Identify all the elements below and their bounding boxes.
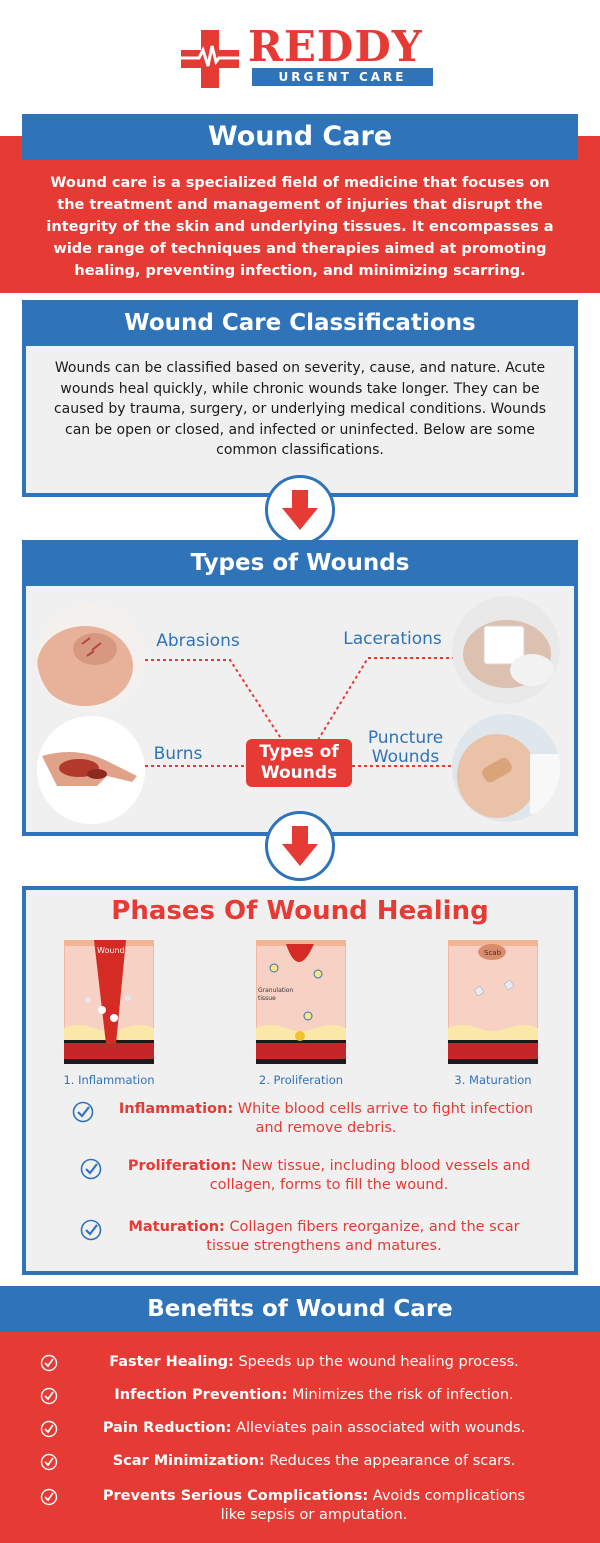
benefit-item: Scar Minimization: Reduces the appearanc… [40,1452,560,1471]
benefits-panel [0,1330,600,1543]
lacerations-label: Lacerations [343,629,442,649]
phase-caption-3: 3. Maturation [454,1073,532,1087]
check-circle-icon [72,1101,94,1123]
check-circle-icon [40,1387,58,1405]
down-arrow-icon [265,811,335,881]
phases-title: Phases Of Wound Healing [111,896,489,926]
phase-item-proliferation: Proliferation: New tissue, including blo… [80,1157,550,1195]
classifications-text: Wounds can be classified based on severi… [53,360,547,458]
burn-photo [37,716,145,824]
puncture-wounds-label: Puncture Wounds [367,728,444,767]
benefits-title: Benefits of Wound Care [0,1286,600,1332]
wound-diagram-label: Wound [97,946,125,955]
phase-item-inflammation: Inflammation: White blood cells arrive t… [72,1100,552,1138]
svg-text:tissue: tissue [258,995,276,1002]
benefit-item: Prevents Serious Complications: Avoids c… [40,1487,560,1525]
abrasions-label: Abrasions [156,631,240,651]
medical-cross-icon [181,30,239,88]
benefit-item: Pain Reduction: Alleviates pain associat… [40,1419,560,1438]
check-circle-icon [40,1354,58,1372]
logo-subtitle: URGENT CARE [252,68,433,86]
inflammation-diagram: Wound [64,940,154,1064]
burns-label: Burns [153,744,203,764]
phase-item-maturation: Maturation: Collagen fibers reorganize, … [80,1218,540,1256]
check-circle-icon [80,1158,102,1180]
phase-caption-1: 1. Inflammation [63,1073,155,1087]
check-circle-icon [40,1420,58,1438]
proliferation-diagram: Granulation tissue [256,940,346,1064]
wound-care-panel [0,136,600,293]
abrasion-photo [37,604,145,712]
puncture-photo [452,714,560,822]
check-circle-icon [40,1488,58,1506]
check-circle-icon [40,1453,58,1471]
benefit-item: Faster Healing: Speeds up the wound heal… [40,1353,560,1372]
benefit-item: Infection Prevention: Minimizes the risk… [40,1386,560,1405]
granulation-diagram-label: Granulation [258,987,293,994]
types-title: Types of Wounds [22,540,578,586]
logo-name: REDDY [248,22,423,71]
laceration-photo [452,596,560,704]
phase-caption-2: 2. Proliferation [258,1073,344,1087]
logo: REDDY URGENT CARE [175,22,440,90]
maturation-diagram: Scab [448,940,538,1064]
scab-diagram-label: Scab [484,949,502,957]
wound-care-title: Wound Care [22,114,578,160]
types-center-badge: Types of Wounds [246,739,352,787]
classifications-title: Wound Care Classifications [22,300,578,346]
check-circle-icon [80,1219,102,1241]
wound-care-text: Wound care is a specialized field of med… [46,175,554,279]
